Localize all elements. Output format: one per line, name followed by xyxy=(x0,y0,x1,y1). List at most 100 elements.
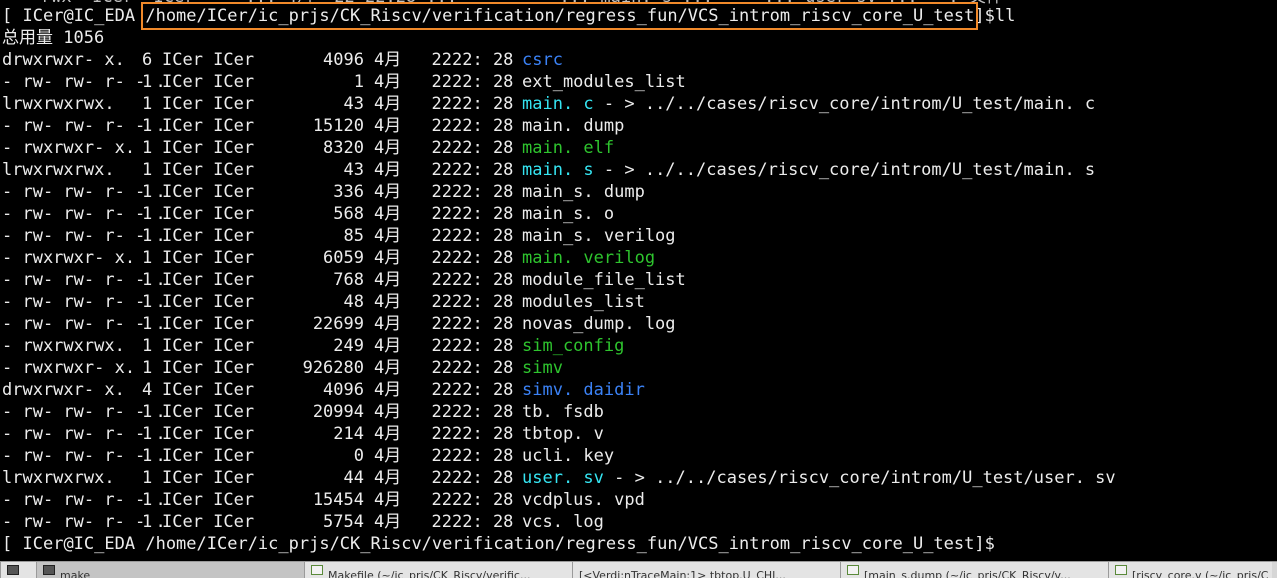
file-time: 22: 28 xyxy=(452,357,522,379)
file-permissions: - rw- rw- r- - . xyxy=(2,269,142,291)
file-day: 22 xyxy=(422,445,452,467)
taskbar-item[interactable]: [<Verdi:nTraceMain:1> tbtop.U_CHI... xyxy=(572,562,840,578)
file-permissions: - rwxrwxr- x. xyxy=(2,247,142,269)
document-icon xyxy=(311,565,323,575)
file-month: 4月 xyxy=(364,115,422,137)
file-month: 4月 xyxy=(364,181,422,203)
file-day: 22 xyxy=(422,401,452,423)
file-month: 4月 xyxy=(364,93,422,115)
file-link-count: 1 xyxy=(142,247,152,269)
file-day: 22 xyxy=(422,181,452,203)
file-owner-group: ICer ICer xyxy=(162,357,302,379)
file-owner-group: ICer ICer xyxy=(162,71,302,93)
file-day: 22 xyxy=(422,489,452,511)
file-owner-group: ICer ICer xyxy=(162,291,302,313)
file-link-count: 1 xyxy=(142,335,152,357)
file-month: 4月 xyxy=(364,423,422,445)
file-link-count: 1 xyxy=(142,445,152,467)
file-month: 4月 xyxy=(364,225,422,247)
file-day: 22 xyxy=(422,379,452,401)
terminal-window[interactable]: - rwx ICer ICer ... 4月 22 22:28 ... ... … xyxy=(0,0,1277,561)
file-day: 22 xyxy=(422,159,452,181)
file-owner-group: ICer ICer xyxy=(162,225,302,247)
file-link-count: 1 xyxy=(142,357,152,379)
file-name: vcdplus. vpd xyxy=(522,490,645,510)
file-permissions: - rw- rw- r- - . xyxy=(2,313,142,335)
file-link-count: 4 xyxy=(142,379,152,401)
file-name: main. verilog xyxy=(522,248,655,268)
file-month: 4月 xyxy=(364,511,422,533)
file-name: novas_dump. log xyxy=(522,314,676,334)
file-permissions: - rw- rw- r- - . xyxy=(2,445,142,467)
taskbar-item[interactable]: make xyxy=(36,562,304,578)
file-link-count: 1 xyxy=(142,115,152,137)
file-permissions: - rwxrwxrwx. xyxy=(2,335,142,357)
file-time: 22: 28 xyxy=(452,225,522,247)
final-prompt-line[interactable]: [ ICer@IC_EDA /home/ICer/ic_prjs/CK_Risc… xyxy=(2,533,1116,555)
file-time: 22: 28 xyxy=(452,115,522,137)
taskbar-item[interactable] xyxy=(0,562,36,578)
file-time: 22: 28 xyxy=(452,247,522,269)
file-size: 768 xyxy=(302,269,364,291)
file-size: 43 xyxy=(302,159,364,181)
file-day: 22 xyxy=(422,511,452,533)
file-owner-group: ICer ICer xyxy=(162,93,302,115)
file-time: 22: 28 xyxy=(452,423,522,445)
taskbar-item[interactable]: Makefile (~/ic_prjs/CK_Riscv/verific... xyxy=(304,562,572,578)
file-link-count: 1 xyxy=(142,181,152,203)
file-permissions: - rw- rw- r- - . xyxy=(2,181,142,203)
final-prompt-path: /home/ICer/ic_prjs/CK_Riscv/verification… xyxy=(145,534,974,554)
file-time: 22: 28 xyxy=(452,335,522,357)
file-link-count: 6 xyxy=(142,49,152,71)
file-month: 4月 xyxy=(364,269,422,291)
file-time: 22: 28 xyxy=(452,489,522,511)
file-owner-group: ICer ICer xyxy=(162,203,302,225)
terminal-icon xyxy=(43,565,55,575)
file-link-count: 1 xyxy=(142,93,152,115)
file-size: 44 xyxy=(302,467,364,489)
file-month: 4月 xyxy=(364,313,422,335)
prompt-open-bracket: [ xyxy=(2,6,12,26)
file-size: 336 xyxy=(302,181,364,203)
file-name: simv. daidir xyxy=(522,380,645,400)
symlink-target: - > ../../cases/riscv_core/introm/U_test… xyxy=(594,94,1096,114)
file-size: 4096 xyxy=(302,49,364,71)
final-prompt-user-host: ICer@IC_EDA xyxy=(23,534,136,554)
file-month: 4月 xyxy=(364,203,422,225)
file-month: 4月 xyxy=(364,49,422,71)
file-link-count: 1 xyxy=(142,423,152,445)
file-size: 48 xyxy=(302,291,364,313)
file-month: 4月 xyxy=(364,489,422,511)
total-line: 总用量 1056 xyxy=(2,27,1116,49)
file-name: main. elf xyxy=(522,138,614,158)
file-owner-group: ICer ICer xyxy=(162,49,302,71)
file-owner-group: ICer ICer xyxy=(162,159,302,181)
file-link-count: 1 xyxy=(142,467,152,489)
taskbar-item[interactable]: [riscv_core.v (~/ic_prjs/C xyxy=(1108,562,1272,578)
file-day: 22 xyxy=(422,225,452,247)
file-link-count: 1 xyxy=(142,269,152,291)
file-size: 43 xyxy=(302,93,364,115)
file-owner-group: ICer ICer xyxy=(162,423,302,445)
file-month: 4月 xyxy=(364,401,422,423)
prompt-close-bracket: ] xyxy=(974,6,984,26)
file-size: 15454 xyxy=(302,489,364,511)
file-name: main. dump xyxy=(522,116,624,136)
file-day: 22 xyxy=(422,137,452,159)
file-owner-group: ICer ICer xyxy=(162,247,302,269)
file-size: 249 xyxy=(302,335,364,357)
file-time: 22: 28 xyxy=(452,159,522,181)
file-name: simv xyxy=(522,358,563,378)
file-day: 22 xyxy=(422,467,452,489)
taskbar-item[interactable]: [main_s.dump (~/ic_prjs/CK_Riscv/v... xyxy=(840,562,1108,578)
